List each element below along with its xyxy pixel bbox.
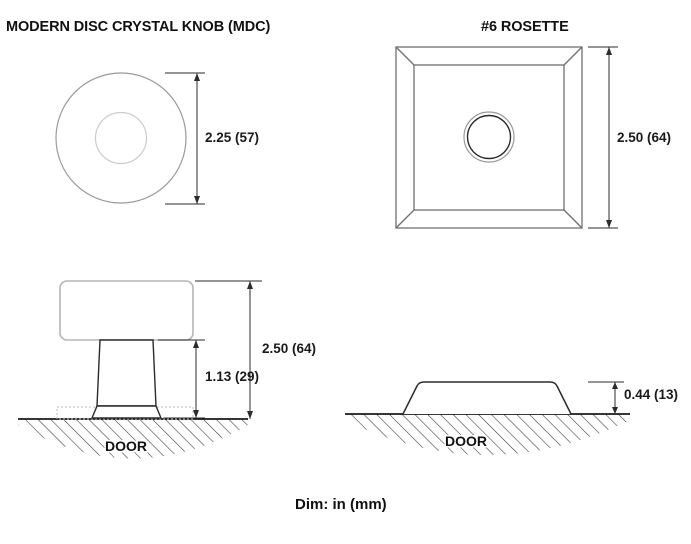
- arrowhead-up-icon: [194, 73, 200, 81]
- arrowhead-down-icon: [247, 411, 253, 419]
- rosette-profile: [402, 381, 572, 415]
- knob-title: MODERN DISC CRYSTAL KNOB (MDC): [6, 19, 271, 35]
- bevel-corner-top-right: [563, 46, 583, 66]
- door-section-right: [345, 413, 630, 455]
- knob-stem-dimension: [158, 339, 205, 419]
- rosette-hole-inner-ring: [466, 114, 512, 160]
- knob-stem-height-label: 1.13 (29): [205, 369, 260, 384]
- knob-base-flange: [90, 405, 163, 419]
- knob-height-label: 2.50 (64): [262, 341, 317, 356]
- bevel-corner-bottom-right: [563, 209, 583, 229]
- arrowhead-down-icon: [194, 196, 200, 204]
- rosette-title: #6 ROSETTE: [481, 19, 569, 35]
- arrowhead-down-icon: [193, 410, 199, 418]
- rosette-width-dimension: [588, 46, 618, 229]
- knob-height-dimension: [195, 280, 262, 419]
- rosette-width-label: 2.50 (64): [617, 130, 672, 145]
- arrowhead-down-icon: [606, 220, 612, 228]
- knob-profile: [59, 280, 194, 419]
- door-label-left: DOOR: [105, 438, 147, 454]
- bevel-corner-bottom-left: [395, 209, 415, 229]
- knob-plan-circles: [55, 72, 187, 204]
- arrowhead-up-icon: [612, 382, 618, 389]
- door-label-right: DOOR: [445, 433, 487, 449]
- arrowhead-down-icon: [612, 407, 618, 414]
- arrowhead-up-icon: [606, 47, 612, 55]
- knob-diameter-label: 2.25 (57): [205, 130, 260, 145]
- rosette-projection-dimension: [588, 381, 624, 414]
- door-hatching: [345, 414, 630, 455]
- arrowhead-up-icon: [193, 340, 199, 348]
- units-caption: Dim: in (mm): [295, 496, 387, 513]
- rosette-center-ring: [463, 111, 515, 163]
- rosette-projection-label: 0.44 (13): [624, 387, 679, 402]
- knob-inner-circle: [94, 111, 148, 165]
- knob-diameter-dimension: [165, 72, 205, 205]
- knob-outer-circle: [55, 72, 187, 204]
- arrowhead-up-icon: [247, 281, 253, 289]
- bevel-corner-top-left: [395, 46, 415, 66]
